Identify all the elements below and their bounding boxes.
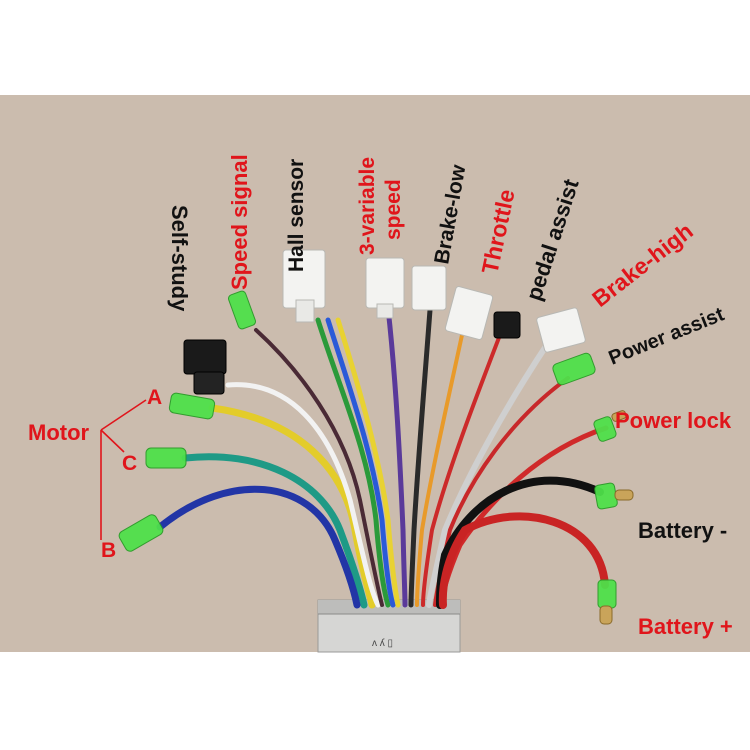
hall-wire-green	[315, 317, 391, 608]
battery-minus-terminal	[594, 482, 618, 510]
controller-box: ᴧ ʎ ▯	[317, 599, 461, 653]
brake-low-wire	[408, 307, 433, 608]
hall-sensor-label: Hall sensor	[285, 159, 308, 272]
hall-wire-yellow	[335, 317, 401, 608]
motor-b-label: B	[101, 539, 116, 562]
motor-c-label: C	[122, 452, 137, 475]
throttle-wire-orange	[415, 333, 464, 607]
speed-signal-terminal	[228, 290, 256, 330]
brake-high-connector	[536, 307, 586, 353]
brake-high-wire	[426, 337, 553, 608]
power-lock-contact	[611, 410, 627, 422]
self-study-connector	[183, 339, 227, 395]
power-lock-terminal	[593, 416, 617, 442]
three-variable-speed-connector	[365, 257, 405, 319]
bottom-white-band	[0, 652, 750, 750]
pedal-assist-connector	[493, 311, 521, 339]
pedal-wire-red	[421, 333, 502, 607]
svg-text:ᴧ ʎ ▯: ᴧ ʎ ▯	[372, 638, 393, 649]
motor-a-terminal	[168, 392, 216, 420]
motor-c-terminal	[145, 447, 187, 469]
self-study-wire-white	[225, 382, 381, 608]
battery-plus-terminal	[597, 579, 617, 609]
top-white-band	[0, 0, 750, 95]
battery-plus-wire	[438, 512, 609, 609]
battery-minus-contact	[614, 489, 634, 501]
motor-a-label: A	[147, 386, 162, 409]
hall-sensor-connector	[282, 249, 326, 323]
self-study-label: Self-study	[167, 205, 192, 312]
power-assist-terminal	[552, 352, 596, 386]
speed-signal-label: Speed signal	[227, 154, 252, 290]
hall-wire-blue	[325, 317, 396, 608]
throttle-connector	[444, 286, 494, 340]
battery-minus-label: Battery -	[638, 518, 727, 543]
motor-bracket	[100, 399, 147, 540]
motor-label: Motor	[28, 420, 90, 445]
battery-plus-label: Battery +	[638, 614, 733, 639]
wall-background	[0, 95, 750, 655]
motor-b-wire	[156, 485, 361, 609]
battery-plus-contact	[599, 605, 613, 625]
speed-wire-purple	[385, 305, 408, 608]
brake-low-connector	[411, 265, 447, 311]
speed-signal-wire	[254, 328, 384, 607]
motor-c-wire	[181, 453, 368, 609]
three-variable-speed-label-line1: 3-variable	[356, 157, 379, 255]
three-variable-speed-label-line2: speed	[382, 179, 405, 240]
motor-b-terminal	[118, 514, 164, 552]
power-lock-label: Power lock	[615, 408, 732, 433]
